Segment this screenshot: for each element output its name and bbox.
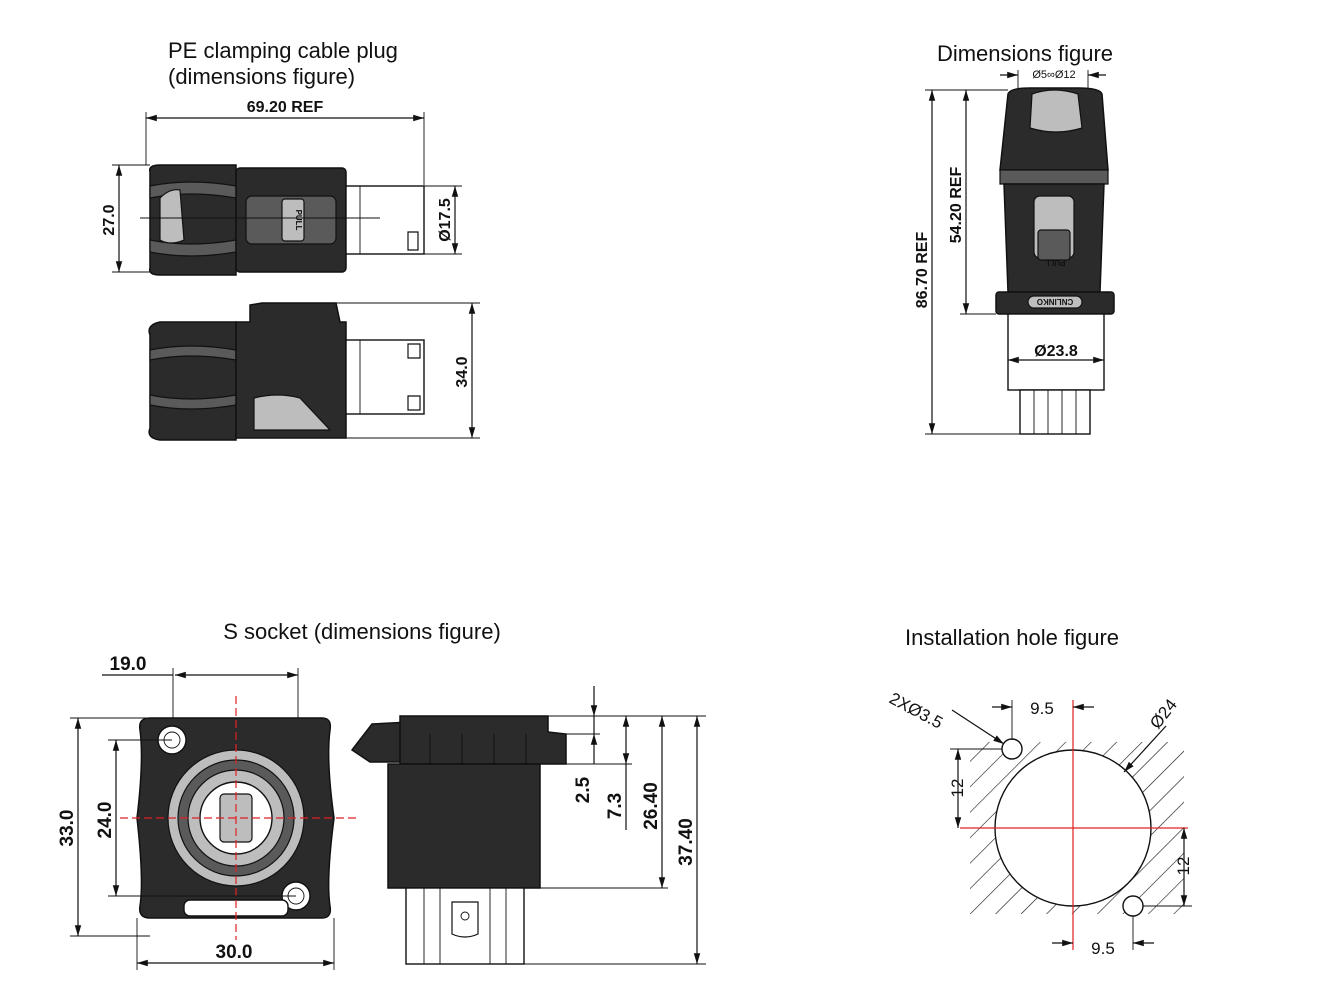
socket-7-3-dim: 7.3 [605, 793, 626, 819]
hole-12-right-dim: 12 [1174, 857, 1193, 876]
plug-length-dim: 69.20 REF [247, 99, 324, 116]
front-pull-label: PULL [1044, 258, 1065, 267]
mount-hole-top-left [1001, 738, 1023, 760]
plug-title-line1: PE clamping cable plug [168, 38, 398, 63]
front-brand-label: CNLINKO [1037, 297, 1073, 306]
hole-title: Installation hole figure [905, 625, 1119, 650]
socket-19-dim: 19.0 [110, 654, 147, 675]
installation-hole-drawing: Installation hole figure 2XØ3.5 Ø24 9.5 … [886, 625, 1193, 958]
socket-title: S socket (dimensions figure) [223, 619, 501, 644]
plug-side-height-dim: 34.0 [454, 356, 471, 387]
hole-12-left-dim: 12 [948, 779, 967, 798]
hole-9-5-bottom-dim: 9.5 [1091, 939, 1115, 958]
plug-drawing: PE clamping cable plug (dimensions figur… [101, 38, 480, 441]
front-diameter-dim: Ø23.8 [1034, 343, 1078, 360]
socket-30-dim: 30.0 [216, 942, 253, 963]
holes-label: 2XØ3.5 [886, 689, 946, 733]
socket-33-dim: 33.0 [57, 810, 78, 847]
mount-hole-bottom-right [1122, 895, 1144, 917]
plug-height-dim: 27.0 [101, 204, 118, 235]
plug-title-line2: (dimensions figure) [168, 64, 355, 89]
socket-37-40-dim: 37.40 [676, 818, 697, 866]
front-total-dim: 86.70 REF [914, 232, 931, 309]
front-upper-dim: 54.20 REF [948, 167, 965, 244]
front-title: Dimensions figure [937, 41, 1113, 66]
front-cable-dim: Ø5∞Ø12 [1032, 69, 1075, 81]
socket-24-dim: 24.0 [95, 802, 116, 839]
front-dimensions-drawing: Dimensions figure Ø5∞Ø12 PULL CNLINKO 54… [914, 41, 1115, 435]
main-diameter-dim: Ø24 [1146, 695, 1181, 732]
socket-26-40-dim: 26.40 [641, 782, 662, 830]
socket-2-5-dim: 2.5 [573, 776, 594, 803]
plug-pull-label: PULL [294, 210, 303, 231]
hole-9-5-top-dim: 9.5 [1030, 699, 1054, 718]
plug-diameter-dim: Ø17.5 [437, 198, 454, 242]
socket-drawing: S socket (dimensions figure) 19.0 33.0 2… [57, 619, 706, 970]
